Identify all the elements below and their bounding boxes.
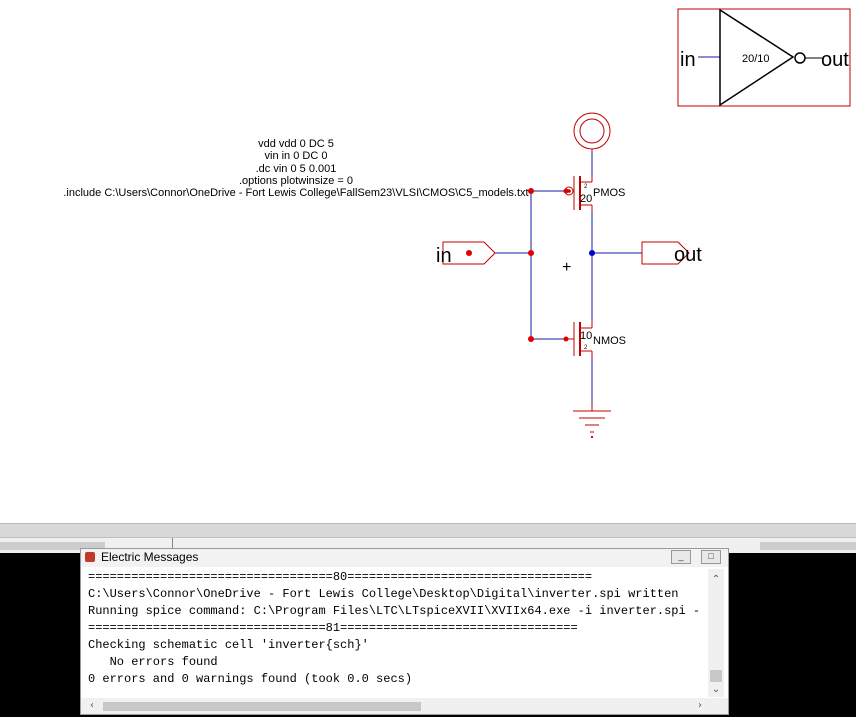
node-input-junction: [528, 250, 534, 256]
icon-view-frame: [677, 8, 851, 107]
icon-output-label: out: [821, 49, 849, 71]
canvas-scroll-thumb[interactable]: [0, 542, 105, 550]
output-port-label: out: [674, 244, 702, 266]
spice-directive-vin[interactable]: vin in 0 DC 0: [264, 150, 328, 162]
scroll-right-arrow-icon[interactable]: ›: [698, 700, 702, 711]
input-port-label: in: [436, 245, 452, 267]
messages-vscroll-thumb[interactable]: [710, 670, 722, 682]
message-line: =================================81=====…: [88, 621, 578, 635]
junction-nodes: [528, 188, 595, 342]
input-port-node: [466, 250, 472, 256]
pmos-width-label: 20: [580, 193, 592, 205]
minimize-icon[interactable]: _: [671, 550, 691, 564]
spice-directive-dc[interactable]: .dc vin 0 5 0.001: [255, 163, 337, 175]
ground-symbol[interactable]: [573, 402, 611, 439]
inverter-triangle-icon: [719, 8, 795, 107]
icon-ratio-label: 20/10: [742, 53, 770, 65]
message-line: ==================================80====…: [88, 570, 593, 584]
inverter-bubble-icon: [794, 52, 806, 64]
center-marker: +: [562, 259, 571, 276]
scrollbar-separator: [172, 538, 183, 554]
messages-vertical-scrollbar[interactable]: ⌃ ⌄: [708, 569, 724, 697]
scroll-up-arrow-icon[interactable]: ⌃: [711, 574, 721, 585]
message-line: No errors found: [88, 655, 218, 669]
node-output-junction: [589, 250, 595, 256]
spice-directive-vdd[interactable]: vdd vdd 0 DC 5: [258, 138, 334, 150]
message-line: 0 errors and 0 warnings found (took 0.0 …: [88, 672, 413, 686]
output-port[interactable]: out: [641, 241, 702, 266]
schematic-canvas[interactable]: vdd vdd 0 DC 5 vin in 0 DC 0 .dc vin 0 5…: [0, 0, 856, 523]
icon-input-label: in: [680, 49, 696, 71]
pmos-name-label: PMOS: [593, 187, 625, 199]
nmos-width-label: 10: [580, 330, 592, 342]
spice-directive-options[interactable]: .options plotwinsize = 0: [238, 175, 354, 187]
node-nmos-gate-pin: [563, 336, 569, 342]
node-pmos-gate-pin: [563, 188, 569, 194]
nmos-length-label: 2: [584, 345, 588, 351]
app-icon: [85, 552, 95, 562]
input-port[interactable]: in: [436, 241, 496, 267]
maximize-icon[interactable]: □: [701, 550, 721, 564]
schematic-drawing: in out 20/10: [436, 8, 851, 439]
messages-hscroll-thumb[interactable]: [103, 702, 421, 711]
inverter-icon-view[interactable]: in out 20/10: [677, 8, 851, 107]
messages-window-title: Electric Messages: [101, 550, 199, 564]
pane-divider[interactable]: [0, 523, 856, 538]
messages-text-area[interactable]: ==================================80====…: [88, 569, 698, 689]
messages-window[interactable]: Electric Messages _ □ ==================…: [80, 548, 729, 715]
spice-directive-include[interactable]: .include C:\Users\Connor\OneDrive - Fort…: [63, 187, 529, 199]
scroll-left-arrow-icon[interactable]: ‹: [90, 700, 94, 711]
messages-horizontal-scrollbar[interactable]: ‹ ›: [81, 698, 728, 714]
pmos-transistor[interactable]: 20 2 PMOS: [564, 176, 625, 212]
nmos-transistor[interactable]: 10 2 NMOS: [566, 320, 626, 358]
message-line: Running spice command: C:\Program Files\…: [88, 604, 698, 618]
canvas-scroll-thumb-right[interactable]: [760, 542, 856, 550]
scroll-down-arrow-icon[interactable]: ⌄: [711, 684, 721, 695]
nmos-name-label: NMOS: [593, 335, 626, 347]
messages-title-bar[interactable]: Electric Messages _ □: [81, 549, 728, 567]
node-pmos-gate: [528, 188, 534, 194]
node-nmos-gate: [528, 336, 534, 342]
message-line: C:\Users\Connor\OneDrive - Fort Lewis Co…: [88, 587, 679, 601]
message-line: Checking schematic cell 'inverter{sch}': [88, 638, 369, 652]
pmos-length-label: 2: [584, 184, 588, 190]
